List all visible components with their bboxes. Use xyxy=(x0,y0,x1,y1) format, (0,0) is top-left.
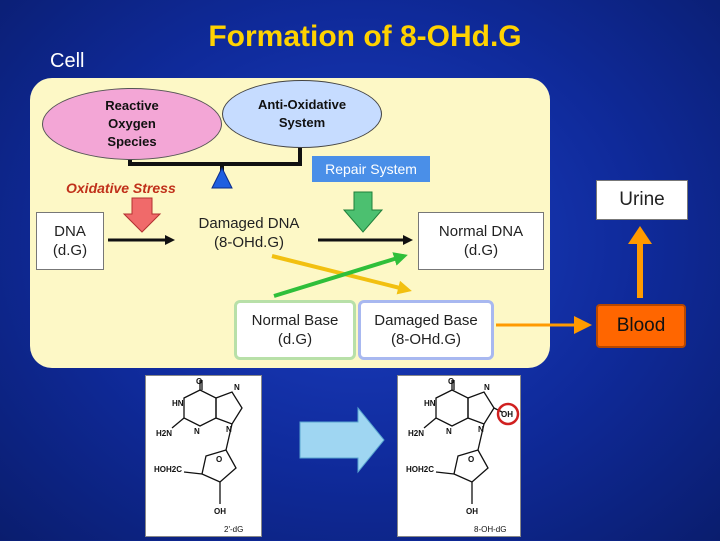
dna-node: DNA (d.G) xyxy=(36,212,104,270)
yellow-cross-arrow xyxy=(271,254,412,295)
molecule-transform-arrow xyxy=(299,406,385,474)
molecule-8ohdg-atom: N xyxy=(484,383,490,392)
urine-node: Urine xyxy=(596,180,688,220)
hydroxyl-highlight-ring xyxy=(496,402,520,426)
blood-node: Blood xyxy=(596,304,686,348)
molecule-dg-atom: O xyxy=(216,455,222,464)
blood-to-urine-head xyxy=(628,226,652,244)
molecule-dg-atom: HN xyxy=(172,399,184,408)
molecule-8ohdg-atom: N xyxy=(446,427,452,436)
molecule-8ohdg-hydroxyl: OH xyxy=(501,410,513,419)
repair-system-node: Repair System xyxy=(312,156,430,182)
molecule-dg-atom: OH xyxy=(214,507,226,516)
molecule-dg-atom: O xyxy=(196,377,202,386)
molecule-dg-atom: HOH2C xyxy=(154,465,182,474)
ros-node: Reactive Oxygen Species xyxy=(42,88,222,160)
molecule-dg-atom: H2N xyxy=(156,429,172,438)
molecule-8ohdg-atom: HN xyxy=(424,399,436,408)
molecule-dg-panel: O HN N N N H2N O HOH2C OH 2'-dG xyxy=(145,375,262,537)
molecule-8ohdg-atom: O xyxy=(448,377,454,386)
repair-arrow xyxy=(342,191,384,233)
molecule-8ohdg-structure: O HN N N N H2N O HOH2C OH OH 8-OH-dG xyxy=(406,377,520,534)
molecule-8ohdg-atom: H2N xyxy=(408,429,424,438)
molecule-8ohdg-panel: O HN N N N H2N O HOH2C OH OH 8-OH-dG xyxy=(397,375,521,537)
damaged-base-node: Damaged Base (8-OHd.G) xyxy=(358,300,494,360)
normal-base-node: Normal Base (d.G) xyxy=(234,300,356,360)
molecule-8ohdg-name: 8-OH-dG xyxy=(474,525,506,534)
molecule-8ohdg-atom: N xyxy=(478,425,484,434)
molecule-dg-atom: N xyxy=(234,383,240,392)
molecule-8ohdg-atom: O xyxy=(468,455,474,464)
molecule-dg-name: 2'-dG xyxy=(224,525,243,534)
page-title: Formation of 8-OHd.G xyxy=(208,20,522,53)
green-cross-arrow xyxy=(273,252,408,298)
molecule-dg-structure: O HN N N N H2N O HOH2C OH 2'-dG xyxy=(154,377,243,534)
molecule-dg-atom: N xyxy=(226,425,232,434)
anti-oxidative-system-node: Anti-Oxidative System xyxy=(222,80,382,148)
damaged-dna-node: Damaged DNA (8-OHd.G) xyxy=(198,215,300,251)
ros-aos-bracket xyxy=(128,140,302,166)
regulation-triangle xyxy=(211,166,233,189)
normal-dna-node: Normal DNA (d.G) xyxy=(418,212,544,270)
molecule-8ohdg-atom: HOH2C xyxy=(406,465,434,474)
molecule-8ohdg-atom: OH xyxy=(466,507,478,516)
molecule-dg-atom: N xyxy=(194,427,200,436)
stress-arrow xyxy=(122,197,162,233)
blood-to-urine-shaft xyxy=(637,240,643,298)
cell-label: Cell xyxy=(50,50,85,72)
oxidative-stress-label: Oxidative Stress xyxy=(66,180,176,196)
